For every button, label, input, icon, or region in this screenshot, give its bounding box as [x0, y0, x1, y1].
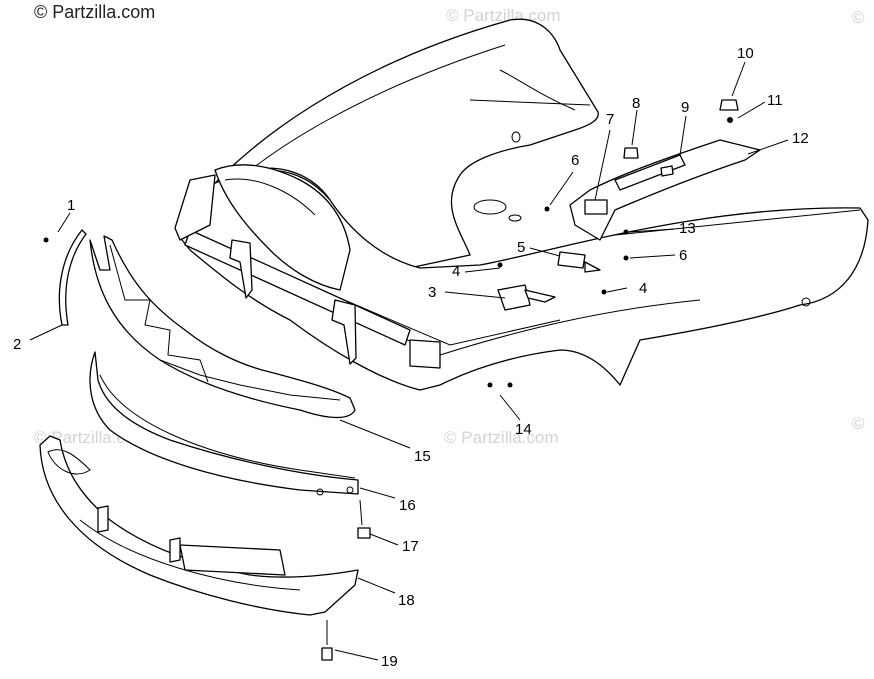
callout-7: 7 — [606, 111, 614, 128]
copyright-notice: © Partzilla.com — [34, 2, 156, 22]
callout-3: 3 — [428, 284, 436, 301]
callout-9: 9 — [681, 99, 689, 116]
front-bumper — [89, 235, 356, 419]
watermark-symbol: © — [852, 414, 865, 433]
callout-11: 11 — [767, 92, 783, 109]
fasteners — [43, 99, 739, 661]
trim-panel — [569, 139, 761, 241]
callouts: 1 2 3 4 4 5 6 6 7 8 9 10 11 12 13 14 15 … — [13, 45, 809, 670]
callout-6: 6 — [571, 152, 579, 169]
callout-13: 13 — [679, 220, 696, 237]
leader-lines — [29, 61, 789, 661]
callout-10: 10 — [737, 45, 754, 62]
callout-4: 4 — [639, 280, 647, 297]
trim-strip — [58, 229, 87, 326]
front-cowl — [174, 164, 869, 391]
watermark-symbol: © — [852, 8, 865, 27]
callout-14: 14 — [515, 421, 532, 438]
belly-pan — [39, 435, 359, 616]
hinge-brackets — [497, 251, 601, 311]
callout-12: 12 — [792, 130, 809, 147]
callout-5: 5 — [517, 239, 525, 256]
watermark: © Partzilla.com — [446, 6, 561, 25]
bumper-bar — [89, 351, 359, 496]
callout-18: 18 — [398, 592, 415, 609]
callout-1: 1 — [67, 197, 75, 214]
callout-19: 19 — [381, 653, 398, 670]
callout-4: 4 — [452, 263, 460, 280]
callout-16: 16 — [399, 497, 416, 514]
watermark: © Partzilla.com — [444, 428, 559, 447]
callout-6: 6 — [679, 247, 687, 264]
callout-8: 8 — [632, 95, 640, 112]
hood — [179, 18, 599, 271]
callout-2: 2 — [13, 336, 21, 353]
callout-15: 15 — [414, 448, 431, 465]
callout-17: 17 — [402, 538, 419, 555]
